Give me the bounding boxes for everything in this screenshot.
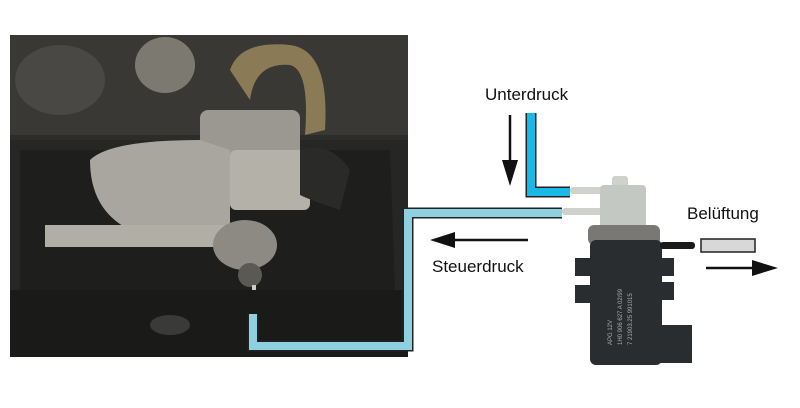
- vacuum-arrow-icon: [502, 115, 518, 186]
- venting-label: Belüftung: [687, 204, 759, 223]
- valve-print-line-1: APG 12V: [608, 320, 614, 345]
- valve-print-line-2: 1H0 906 627 A 02/99: [618, 288, 624, 345]
- vacuum-label: Unterdruck: [485, 85, 569, 104]
- engine-photo: [10, 35, 408, 357]
- venting-arrow-icon: [706, 260, 778, 276]
- control-pressure-arrow-icon: [430, 232, 528, 248]
- pressure-converter-valve: APG 12V 1H0 906 627 A 02/99 7 21903.25 9…: [562, 176, 695, 365]
- valve-print-line-3: 7 21903.25 991015: [628, 293, 634, 345]
- vacuum-line: [525, 113, 570, 198]
- control-pressure-label: Steuerdruck: [432, 257, 524, 276]
- vent-line: [700, 238, 756, 253]
